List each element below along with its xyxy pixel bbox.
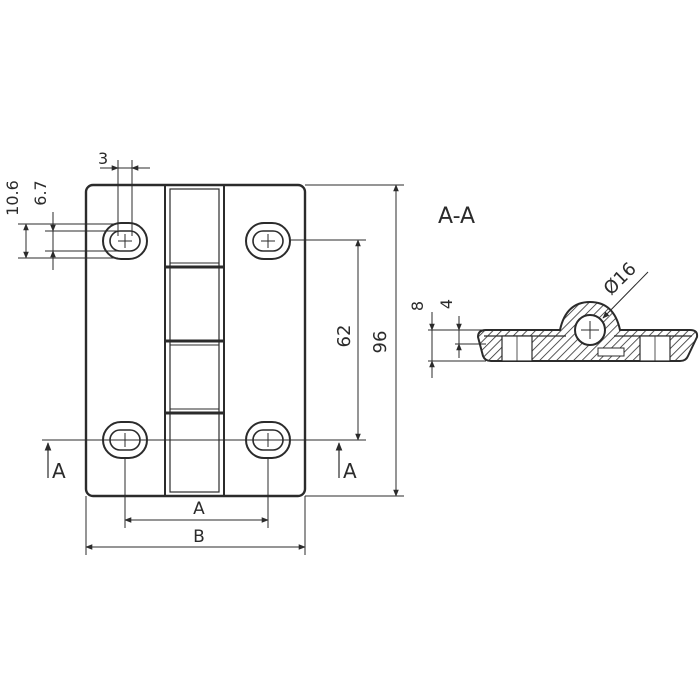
mounting-hole-top-left [102, 222, 148, 260]
hinge-front-view [84, 183, 307, 498]
dim-label-diameter-16: Ø16 [600, 258, 641, 299]
dim-label-10-6: 10.6 [3, 180, 22, 216]
section-cut-line: A A [42, 439, 357, 483]
hinge-section-view [476, 300, 699, 362]
mounting-hole-top-right [245, 222, 291, 260]
section-marker-right: A [343, 459, 357, 483]
dim-label-62: 62 [334, 325, 355, 348]
dimension-hole-heights: 10.6 6.7 [3, 180, 118, 270]
dim-label-96: 96 [370, 331, 391, 354]
dimension-total-width-b: B [85, 496, 306, 555]
dimension-slot-width: 3 [98, 149, 150, 236]
dim-label-4: 4 [437, 299, 456, 309]
section-title: A-A [438, 204, 475, 229]
dim-label-3: 3 [98, 149, 108, 168]
dimension-total-height: 96 [305, 184, 404, 497]
dimension-section-thickness: 8 4 [408, 299, 486, 378]
dim-label-8: 8 [408, 301, 427, 311]
dim-label-a: A [193, 499, 205, 519]
dim-label-6-7: 6.7 [31, 180, 50, 205]
knuckle-strip [164, 184, 225, 497]
dim-label-b: B [193, 527, 205, 547]
dimension-hole-spacing: 62 [290, 239, 366, 441]
section-marker-left: A [52, 459, 66, 483]
dimension-hole-span-a: A [124, 458, 269, 528]
